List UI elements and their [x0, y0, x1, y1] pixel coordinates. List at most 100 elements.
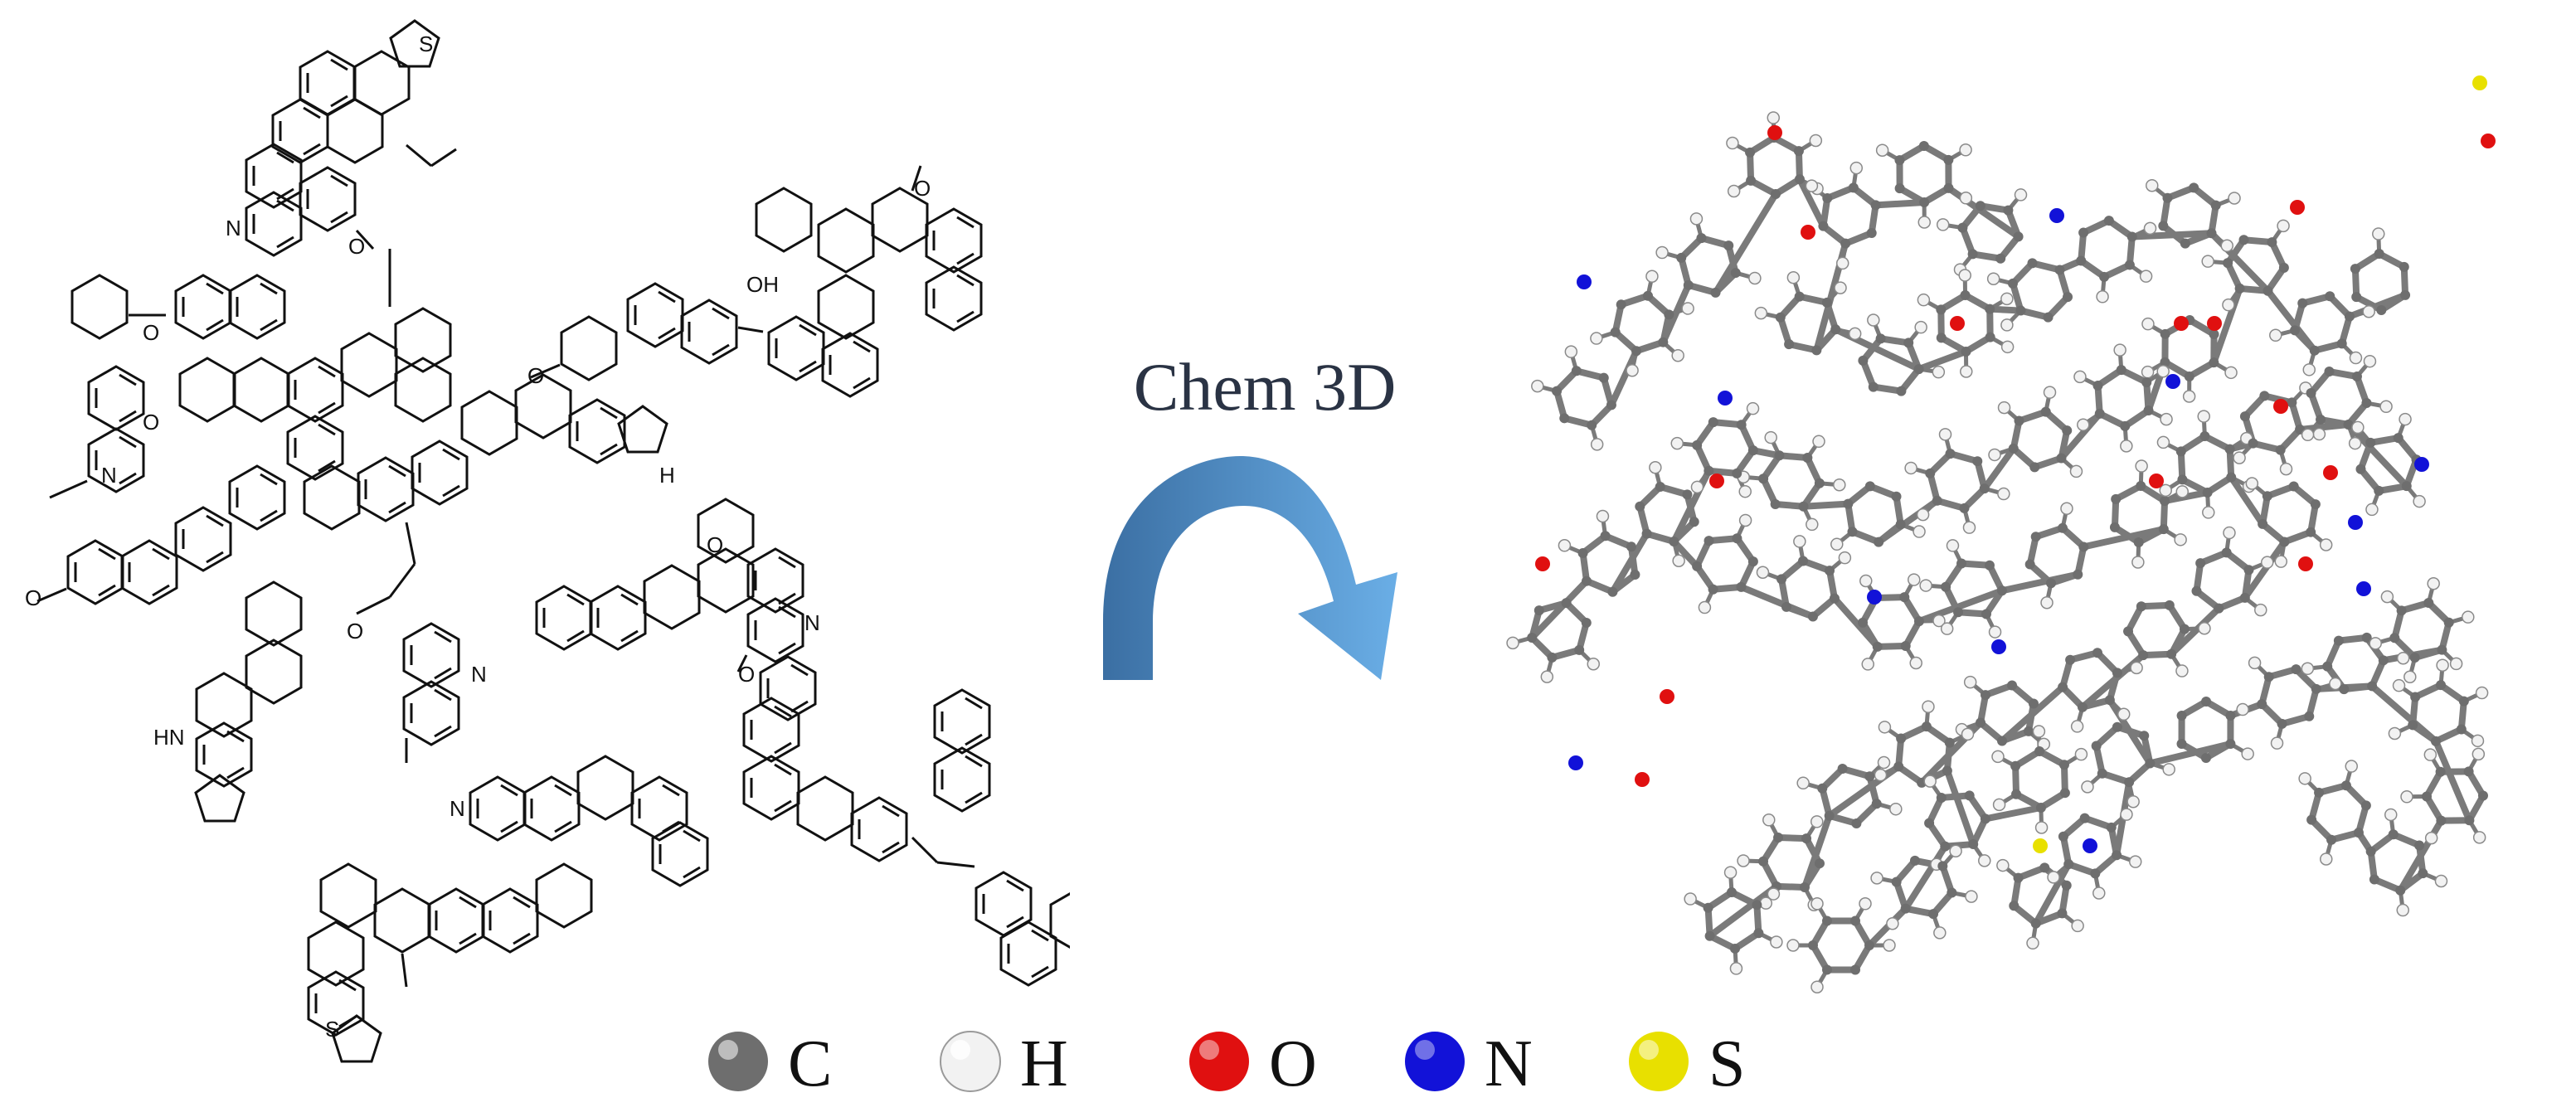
- carbon-atom: [2464, 766, 2474, 776]
- hydrogen-atom: [1962, 728, 1974, 740]
- hydrogen-atom: [2075, 749, 2087, 760]
- carbon-atom: [2258, 519, 2267, 529]
- hydrogen-atom: [2437, 659, 2448, 671]
- hydrogen-atom: [1918, 216, 1930, 228]
- hydrogen-atom: [2036, 822, 2048, 833]
- hydrogen-atom: [1934, 927, 1946, 939]
- hydrogen-atom: [2270, 329, 2282, 341]
- hydrogen-atom: [1587, 658, 1599, 670]
- carbon-atom: [2024, 726, 2034, 736]
- carbon-atom: [2138, 650, 2148, 660]
- hydrogen-atom: [1989, 449, 2000, 460]
- carbon-atom: [2408, 720, 2418, 730]
- hydrogen-atom: [1990, 626, 2001, 638]
- carbon-atom: [1896, 734, 1906, 744]
- oxygen-atom: [2149, 474, 2164, 488]
- hydrogen-atom: [2146, 180, 2158, 192]
- carbon-atom: [1851, 818, 1861, 828]
- model-bond: [1876, 202, 1925, 205]
- hydrogen-atom: [2321, 853, 2332, 865]
- carbon-atom: [1817, 784, 1827, 794]
- carbon-atom: [2289, 481, 2299, 491]
- carbon-atom: [1776, 313, 1786, 323]
- hydrogen-atom: [1794, 536, 1806, 547]
- carbon-atom: [2112, 850, 2122, 860]
- carbon-atom: [1893, 761, 1903, 771]
- carbon-atom: [1752, 900, 1762, 910]
- carbon-atom: [2314, 788, 2324, 798]
- hydrogen-atom: [1740, 514, 1752, 526]
- carbon-atom: [2145, 758, 2155, 768]
- hydrogen-atom: [2277, 220, 2289, 231]
- hydrogen-atom: [1811, 816, 1823, 828]
- hydrogen-atom: [2474, 832, 2486, 843]
- ring-cluster-bottom-left: [309, 864, 591, 1061]
- hydrogen-atom: [1922, 701, 1934, 712]
- carbon-atom: [1858, 618, 1868, 628]
- sulfur-ball-icon: [1626, 1028, 1692, 1095]
- nitrogen-atom: [2083, 838, 2097, 853]
- carbon-atom: [2339, 684, 2349, 694]
- carbon-atom: [1957, 223, 1967, 233]
- hydrogen-atom: [2246, 478, 2258, 489]
- hydrogen-atom: [1806, 180, 1817, 192]
- carbon-atom: [2235, 284, 2245, 294]
- carbon-atom: [1956, 558, 1966, 568]
- hydrogen-atom: [2202, 255, 2214, 267]
- hydrogen-atom: [2451, 658, 2462, 669]
- carbon-atom: [1901, 641, 1911, 651]
- carbon-atom: [2248, 439, 2258, 449]
- carbon-atom: [1850, 964, 1860, 974]
- hydrogen-atom: [1917, 294, 1929, 306]
- carbon-atom: [2180, 239, 2190, 249]
- hydrogen-atom: [2145, 222, 2156, 234]
- hydrogen-atom: [2157, 366, 2169, 377]
- hydrogen-atom: [1597, 510, 1608, 522]
- hydrogen-atom: [2061, 503, 2073, 514]
- nitrogen-atom: [1577, 274, 1592, 289]
- nitrogen-atom: [1718, 391, 1733, 406]
- carbon-atom: [2014, 231, 2024, 241]
- carbon-atom: [2041, 407, 2051, 417]
- carbon-atom: [1968, 839, 1978, 849]
- hydrogen-atom: [1998, 488, 2010, 500]
- carbon-atom: [1582, 618, 1592, 628]
- hydrogen-atom: [2476, 687, 2488, 699]
- carbon-atom: [2437, 645, 2447, 655]
- carbon-atom: [2044, 313, 2054, 323]
- hydrogen-atom: [1797, 777, 1809, 789]
- model-bond: [1804, 504, 1849, 507]
- hydrogen-atom: [1656, 247, 1668, 259]
- carbon-atom: [2444, 618, 2454, 628]
- hydrogen-atom: [2313, 429, 2325, 440]
- carbon-atom: [2166, 649, 2176, 659]
- carbon-atom: [1985, 561, 1995, 571]
- atom-label-o2: O: [143, 320, 159, 345]
- carbon-atom: [2400, 290, 2410, 300]
- carbon-atom: [1704, 466, 1713, 476]
- carbon-atom: [1642, 529, 1652, 539]
- carbon-atom: [1850, 916, 1860, 926]
- carbon-atom: [2011, 789, 2021, 799]
- atom-label-n1: N: [226, 216, 241, 240]
- carbon-atom: [1815, 478, 1825, 488]
- carbon-atom: [2092, 381, 2102, 391]
- carbon-atom: [1896, 386, 1906, 396]
- carbon-atom: [1574, 645, 1584, 655]
- hydrogen-atom: [1994, 799, 2005, 810]
- hydrogen-atom: [2093, 887, 2105, 899]
- carbon-atom: [2080, 813, 2090, 823]
- carbon-atom: [1981, 609, 1991, 619]
- hydrogen-atom: [2078, 419, 2089, 430]
- carbon-atom: [2073, 570, 2083, 580]
- hydrogen-atom: [1690, 213, 1702, 225]
- hydrogen-atom: [2435, 875, 2447, 886]
- hydrogen-atom: [1532, 381, 1543, 392]
- hydrogen-atom: [1860, 575, 1872, 586]
- carbon-atom: [2029, 462, 2039, 472]
- carbon-atom: [1901, 904, 1911, 914]
- carbon-atom: [1843, 499, 1853, 509]
- carbon-atom: [1669, 537, 1679, 546]
- carbon-atom: [1626, 542, 1636, 551]
- carbon-atom: [1572, 366, 1582, 376]
